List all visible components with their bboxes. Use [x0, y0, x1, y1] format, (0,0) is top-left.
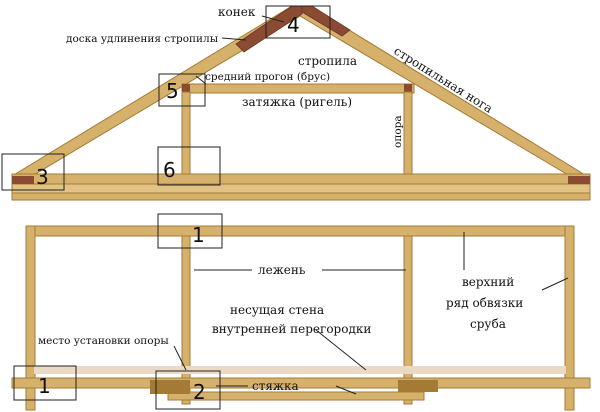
label-support: опора — [392, 115, 404, 148]
marker-6: 6 — [163, 158, 176, 182]
marker-4: 4 — [287, 13, 300, 37]
rafter-ext-leader — [221, 37, 247, 41]
marker-5: 5 — [166, 79, 179, 103]
label-purlin: средний прогон (брус) — [205, 71, 330, 83]
ceiling-joist-lower — [11, 192, 591, 201]
purlin-leader — [195, 75, 207, 85]
label-top-row-2: ряд обвязки — [446, 296, 523, 310]
tie-beam — [181, 83, 415, 94]
wall-frame — [11, 225, 591, 411]
marker-box-6 — [157, 146, 221, 186]
marker-box-3 — [1, 153, 65, 191]
label-rafter: стропила — [298, 54, 357, 68]
inner-post-right — [403, 235, 413, 405]
marker-1-bottom: 1 — [38, 374, 51, 398]
purlin-end — [182, 84, 190, 93]
label-tie-beam: затяжка (ригель) — [242, 95, 352, 109]
ceiling-beam — [11, 173, 591, 185]
support-place-leader — [173, 345, 187, 371]
marker-box-1-bottom — [13, 365, 77, 401]
marker-boxes: 4 5 3 6 1 1 2 — [1, 5, 331, 410]
left-strut — [181, 91, 191, 177]
support-post — [403, 91, 413, 177]
label-top-row-1: верхний — [462, 275, 514, 289]
right-wall-post — [564, 225, 575, 411]
marker-box-1-top — [157, 213, 223, 249]
inner-post-left — [181, 235, 191, 405]
brace-beam — [167, 391, 425, 401]
label-support-place: место установки опоры — [38, 335, 169, 347]
label-rafter-ext: доска удлинения стропилы — [66, 33, 218, 45]
label-bearing-wall-2: внутренней перегородки — [212, 322, 371, 336]
brace-left-block — [150, 380, 190, 394]
top-row-leader-right — [541, 277, 569, 291]
label-bearing-wall-1: несущая стена — [230, 303, 324, 317]
marker-box-5 — [158, 73, 206, 107]
ceiling-plate — [11, 173, 591, 201]
marker-box-4 — [265, 5, 331, 39]
roof-rafters — [11, 5, 592, 183]
label-sill: лежень — [258, 263, 306, 277]
marker-2: 2 — [193, 380, 206, 404]
marker-box-2 — [155, 370, 221, 410]
purlin-end-right — [404, 84, 412, 93]
rafter-tail-right — [568, 176, 590, 184]
sill-beam — [11, 377, 591, 389]
top-row-beam — [25, 225, 575, 237]
label-top-row-3: сруба — [470, 317, 506, 331]
label-ridge: конек — [218, 5, 256, 19]
bearing-wall-leader — [315, 329, 367, 371]
bearing-wall-line — [34, 366, 566, 374]
brace-leader-right — [335, 385, 357, 395]
leader-lines — [173, 15, 569, 395]
ceiling-joist — [11, 183, 591, 194]
marker-3: 3 — [36, 165, 49, 189]
brace-right-block — [398, 380, 438, 392]
left-wall-post — [25, 225, 36, 411]
marker-1-top: 1 — [192, 223, 205, 247]
rafter-tail-left — [12, 176, 34, 184]
label-brace: стяжка — [252, 379, 299, 393]
